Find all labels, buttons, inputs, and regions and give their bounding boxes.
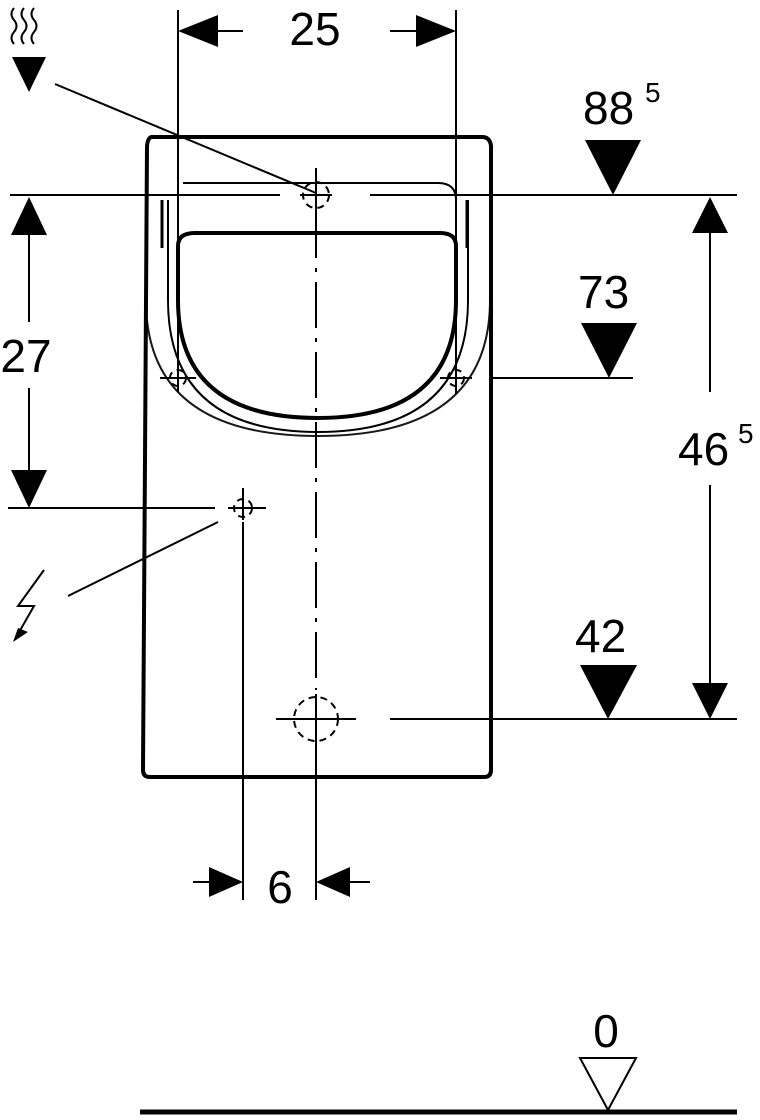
level-73-marker — [581, 323, 637, 378]
urinal-outer-rim — [145, 200, 491, 438]
electrical-connection-symbol — [228, 488, 266, 520]
lightning-icon — [13, 569, 45, 642]
electrical-leader-line — [67, 521, 219, 597]
water-supply-icon — [10, 7, 46, 92]
arrow-27-top — [11, 197, 47, 235]
floor-level-marker — [578, 1057, 638, 1113]
dim-width-top: 25 — [289, 3, 340, 55]
level-top-main: 88 — [583, 82, 634, 134]
dim-left-height: 27 — [0, 330, 51, 382]
fixing-point-left — [169, 369, 187, 387]
fixing-point-right — [440, 362, 472, 394]
level-mid-label: 73 — [578, 266, 629, 318]
level-right-main: 46 — [678, 423, 729, 475]
level-88-marker — [585, 140, 641, 195]
level-low-label: 42 — [575, 610, 626, 662]
urinal-inner-rim — [167, 182, 469, 434]
arrow-6-right — [316, 867, 350, 897]
water-leader-line — [54, 83, 317, 194]
arrow-6-left — [209, 867, 243, 897]
arrow-27-bottom — [11, 470, 47, 508]
water-inlet-symbol — [300, 168, 332, 212]
level-right-sup: 5 — [738, 418, 754, 449]
floor-level-label: 0 — [593, 1005, 619, 1057]
arrow-25-right — [416, 15, 456, 47]
drain-outlet-symbol — [293, 694, 339, 745]
arrow-25-left — [178, 15, 218, 47]
arrow-46-top — [692, 197, 728, 233]
dim-bottom-offset: 6 — [267, 861, 293, 913]
level-42-marker — [580, 665, 637, 719]
urinal-outline — [140, 135, 493, 779]
arrow-46-bottom — [692, 683, 728, 719]
level-top-sup: 5 — [645, 77, 661, 108]
urinal-bowl — [176, 231, 458, 421]
